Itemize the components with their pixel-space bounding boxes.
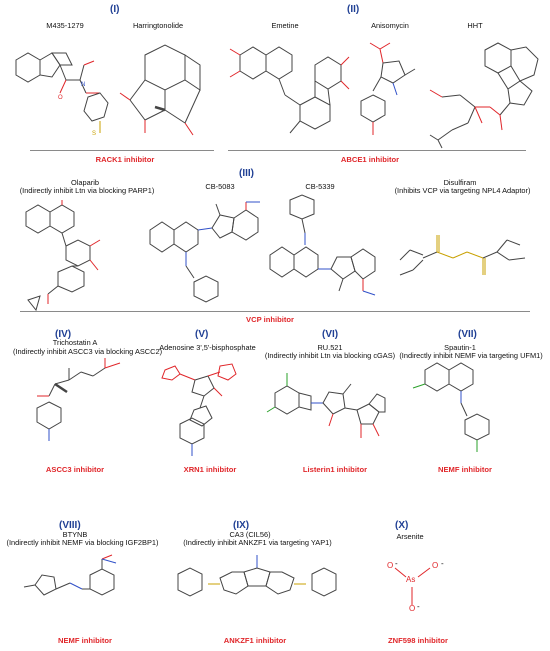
- divider-vcp: [20, 311, 530, 312]
- inhibitor-label-abce1: ABCE1 inhibitor: [340, 155, 400, 164]
- structure-olaparib: [25, 200, 101, 312]
- inhibitor-label-nemf-1: NEMF inhibitor: [438, 465, 492, 474]
- structure-hht: [429, 42, 539, 149]
- compound-name-hht: HHT: [467, 21, 483, 30]
- compound-name-anisomycin: Anisomycin: [371, 21, 409, 30]
- compound-name-cb5339: CB-5339: [305, 182, 335, 191]
- compound-note-trichostatin: (Indirectly inhibit ASCC3 via blocking A…: [12, 347, 163, 356]
- inhibitor-label-ankzf1: ANKZF1 inhibitor: [223, 636, 287, 645]
- structure-harringtonolide: [119, 44, 201, 136]
- compound-name-disulfiram: Disulfiram: [443, 178, 477, 187]
- section-label-v: (V): [195, 329, 209, 340]
- section-label-iv: (IV): [55, 329, 72, 340]
- structure-adenosine: [161, 363, 237, 456]
- section-label-viii: (VIII): [59, 520, 81, 531]
- inhibitor-label-listerin1: Listerin1 inhibitor: [302, 465, 368, 474]
- compound-name-adenosine: Adenosine 3',5'-bisphosphate: [159, 343, 256, 352]
- inhibitor-label-vcp: VCP inhibitor: [246, 315, 294, 324]
- section-label-ix: (IX): [233, 520, 250, 531]
- compound-name-btynb: BTYNB: [62, 530, 88, 539]
- arsenite-minus-left: -: [395, 559, 398, 568]
- section-label-x: (X): [395, 520, 409, 531]
- arsenite-o-bottom: O: [409, 604, 416, 613]
- arsenite-minus-bottom: -: [417, 602, 420, 611]
- arsenite-minus-right: -: [441, 559, 444, 568]
- compound-name-harringtonolide: Harringtonolide: [132, 21, 184, 30]
- compound-name-spautin: Spautin-1: [444, 343, 476, 352]
- structure-trichostatin: [36, 358, 121, 441]
- inhibitor-label-ascc3: ASCC3 inhibitor: [45, 465, 105, 474]
- compound-name-cb5083: CB-5083: [205, 182, 235, 191]
- structure-emetine: [229, 46, 350, 134]
- structure-arsenite: [394, 567, 431, 605]
- compound-note-disulfiram: (Inhibits VCP via targeting NPL4 Adaptor…: [394, 186, 531, 195]
- structure-anisomycin: [360, 42, 416, 135]
- divider-abce1: [228, 150, 526, 151]
- compound-note-ru521: (Indirectly inhibit Ltn via blocking cGA…: [264, 351, 396, 360]
- section-label-vi: (VI): [322, 329, 339, 340]
- compound-name-ca3: CA3 (CIL56): [229, 530, 271, 539]
- compound-name-arsenite: Arsenite: [396, 532, 424, 541]
- atom-s-m435: S: [92, 131, 97, 137]
- inhibitor-label-rack1: RACK1 inhibitor: [95, 155, 155, 164]
- section-label-vii: (VII): [458, 329, 477, 340]
- atom-o-m435: O: [58, 95, 63, 101]
- structure-disulfiram: [399, 235, 526, 276]
- inhibitor-label-nemf-2: NEMF inhibitor: [58, 636, 112, 645]
- compound-name-olaparib: Olaparib: [71, 178, 99, 187]
- compound-name-emetine: Emetine: [271, 21, 299, 30]
- compound-name-trichostatin: Trichostatin A: [52, 338, 98, 347]
- compound-note-btynb: (Indirectly inhibit NEMF via blocking IG…: [6, 538, 159, 547]
- arsenite-as-atom: As: [406, 575, 416, 584]
- atom-n-m435: N: [81, 82, 86, 88]
- structure-ca3: [177, 555, 337, 597]
- structure-btynb: [23, 554, 117, 596]
- arsenite-o-right: O: [432, 561, 439, 570]
- structure-m435: [15, 52, 109, 133]
- compound-note-olaparib: (Indirectly inhibit Ltn via blocking PAR…: [19, 186, 155, 195]
- compound-name-m435: M435-1279: [46, 21, 84, 30]
- structure-spautin: [412, 362, 490, 452]
- inhibitor-label-znf598: ZNF598 inhibitor: [388, 636, 448, 645]
- inhibitor-label-xrn1: XRN1 inhibitor: [183, 465, 237, 474]
- section-label-iii: (III): [239, 168, 254, 179]
- structure-cb5339: [269, 194, 376, 296]
- section-label-ii: (II): [347, 4, 360, 15]
- structure-ru521: [266, 373, 386, 438]
- compound-name-ru521: RU.521: [317, 343, 343, 352]
- compound-note-spautin: (Indirectly inhibit NEMF via targeting U…: [399, 351, 543, 360]
- section-label-i: (I): [110, 4, 120, 15]
- compound-note-ca3: (Indirectly inhibit ANKZF1 via targeting…: [183, 538, 332, 547]
- arsenite-o-left: O: [387, 561, 394, 570]
- structure-cb5083: [149, 201, 260, 303]
- divider-rack1: [30, 150, 214, 151]
